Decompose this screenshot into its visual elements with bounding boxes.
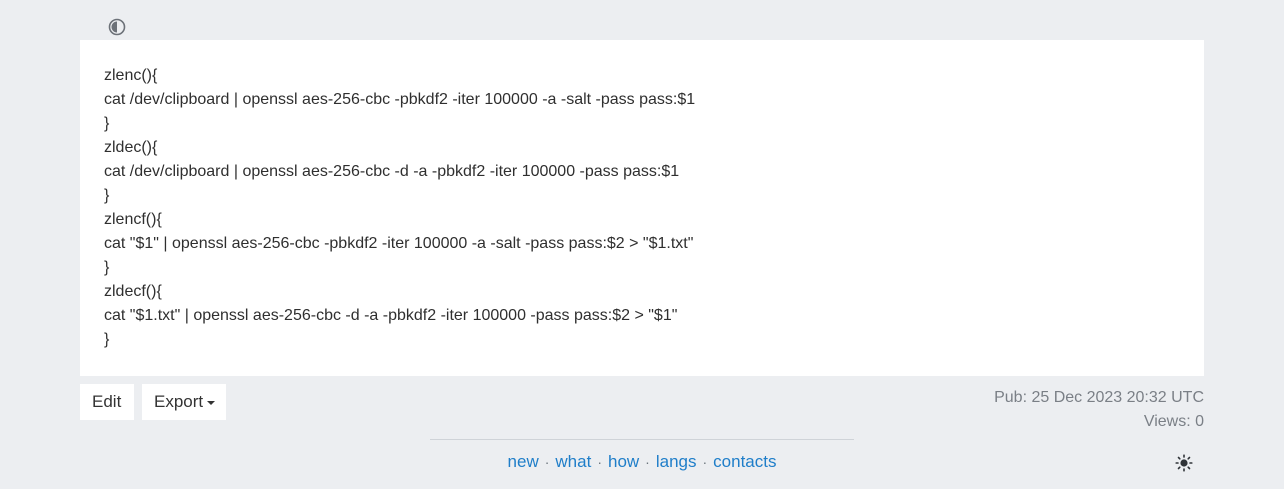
footer-separator: ·	[597, 454, 602, 470]
paste-content: zlenc(){ cat /dev/clipboard | openssl ae…	[80, 40, 1204, 376]
code-line: zldec(){	[104, 139, 158, 156]
caret-down-icon	[207, 401, 216, 405]
footer-separator: ·	[645, 454, 650, 470]
footer-separator: ·	[702, 454, 708, 470]
view-count: Views: 0	[1143, 413, 1204, 430]
code-line: }	[104, 115, 110, 132]
code-line: zlencf(){	[104, 211, 162, 228]
edit-button[interactable]: Edit	[80, 384, 134, 420]
code-line: cat "$1" | openssl aes-256-cbc -pbkdf2 -…	[104, 235, 694, 252]
paste-meta: Pub: 25 Dec 2023 20:32 UTC Views: 0	[994, 386, 1204, 434]
code-line: cat "$1.txt" | openssl aes-256-cbc -d -a…	[104, 307, 678, 324]
code-line: zldecf(){	[104, 283, 162, 300]
footer-link-how[interactable]: how	[607, 452, 640, 471]
footer-link-contacts[interactable]: contacts	[713, 452, 777, 471]
code-line: zlenc(){	[104, 67, 158, 84]
export-button-label: Export	[154, 392, 204, 411]
footer-link-new[interactable]: new	[507, 452, 539, 471]
code-line: cat /dev/clipboard | openssl aes-256-cbc…	[104, 91, 696, 108]
footer-nav: new · what · how · langs · contacts	[430, 450, 854, 474]
code-line: cat /dev/clipboard | openssl aes-256-cbc…	[104, 163, 680, 180]
sun-icon[interactable]	[1175, 454, 1193, 472]
export-dropdown-button[interactable]: Export	[142, 384, 226, 420]
footer-link-langs[interactable]: langs	[655, 452, 697, 471]
footer-separator: ·	[544, 454, 550, 470]
code-line: }	[104, 187, 110, 204]
code-line: }	[104, 331, 110, 348]
edit-button-label: Edit	[92, 392, 122, 411]
code-line: }	[104, 259, 110, 276]
published-date: Pub: 25 Dec 2023 20:32 UTC	[994, 389, 1204, 406]
footer-divider	[430, 439, 854, 440]
contrast-icon[interactable]	[108, 18, 126, 36]
footer-link-what[interactable]: what	[555, 452, 592, 471]
